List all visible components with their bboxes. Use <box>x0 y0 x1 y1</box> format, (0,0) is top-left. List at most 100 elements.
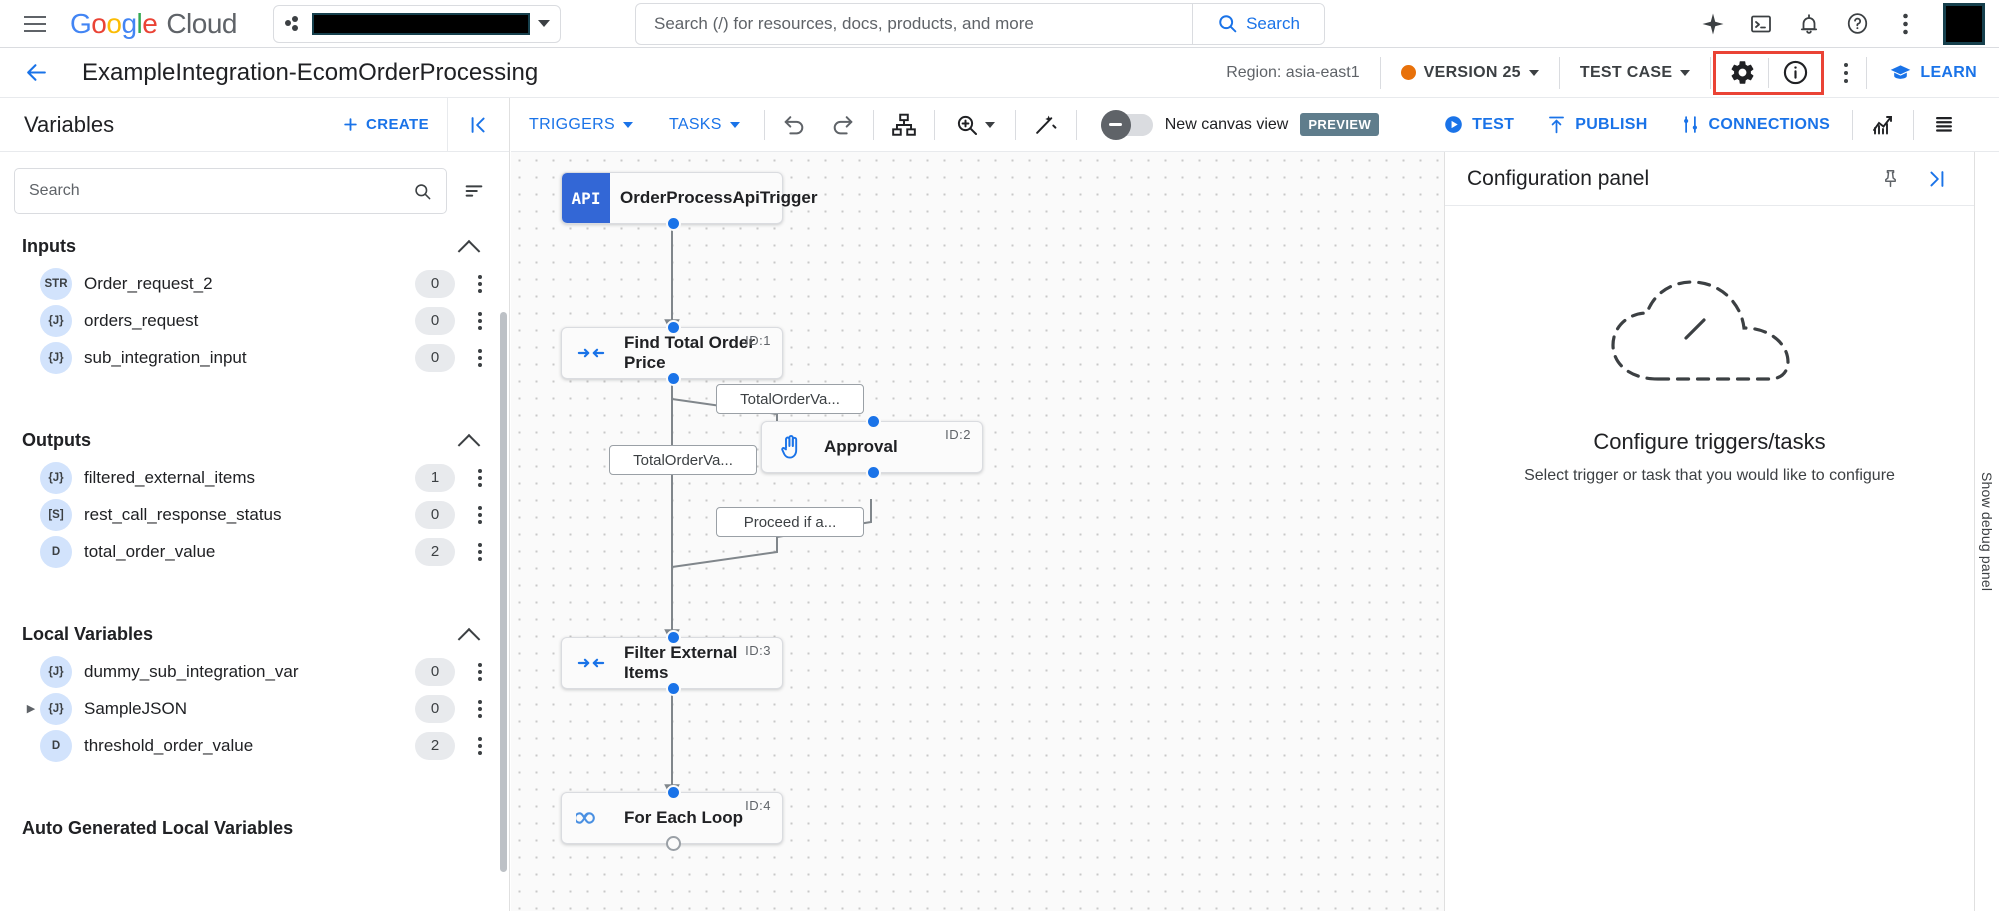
canvas-node-filter-external-items[interactable]: Filter External Items ID:3 <box>561 630 783 696</box>
avatar[interactable] <box>1943 2 1985 45</box>
list-item[interactable]: {J} filtered_external_items 1 <box>0 459 509 496</box>
expand-panel-icon <box>1930 170 1944 187</box>
row-more-options-icon[interactable] <box>465 731 495 761</box>
node-input-handle[interactable] <box>666 320 681 335</box>
section-header-inputs[interactable]: Inputs <box>0 224 509 265</box>
help-icon[interactable] <box>1835 2 1879 46</box>
pin-panel-button[interactable] <box>1870 159 1910 199</box>
chevron-down-icon <box>729 121 740 128</box>
auto-layout-button[interactable] <box>880 104 928 146</box>
more-options-icon[interactable] <box>1883 2 1927 46</box>
list-item[interactable]: ▶ {J} SampleJSON 0 <box>0 690 509 727</box>
gemini-sparkle-icon[interactable] <box>1691 2 1735 46</box>
canvas-node-for-each-loop[interactable]: For Each Loop ID:4 <box>561 785 783 851</box>
hamburger-menu-icon[interactable] <box>16 5 54 43</box>
global-search[interactable]: Search (/) for resources, docs, products… <box>635 2 1325 45</box>
test-case-selector[interactable]: TEST CASE <box>1560 48 1711 97</box>
empty-state-title: Configure triggers/tasks <box>1593 429 1826 454</box>
magic-wand-button[interactable] <box>1022 104 1070 146</box>
publish-upload-icon <box>1549 116 1565 134</box>
google-cloud-logo[interactable]: Google Cloud <box>70 8 237 40</box>
sort-variables-button[interactable] <box>453 170 495 212</box>
collapse-variables-panel-button[interactable] <box>447 98 509 151</box>
search-input[interactable]: Search (/) for resources, docs, products… <box>654 13 1034 33</box>
node-output-handle[interactable] <box>666 836 681 851</box>
list-item[interactable]: D total_order_value 2 <box>0 533 509 570</box>
for-each-loop-icon <box>568 808 614 828</box>
connections-icon <box>1683 116 1697 133</box>
variables-panel-scrollbar[interactable] <box>500 152 507 911</box>
variables-search-input[interactable]: Search <box>14 168 447 214</box>
integration-canvas[interactable]: TotalOrderVa... TotalOrderVa... Proceed … <box>511 152 1444 911</box>
list-item[interactable]: STR Order_request_2 0 <box>0 265 509 302</box>
section-header-auto-generated-local-variables[interactable]: Auto Generated Local Variables <box>0 806 509 847</box>
section-header-outputs[interactable]: Outputs <box>0 418 509 459</box>
list-item[interactable]: {J} orders_request 0 <box>0 302 509 339</box>
connections-button[interactable]: CONNECTIONS <box>1664 114 1847 135</box>
section-header-local-variables[interactable]: Local Variables <box>0 612 509 653</box>
settings-button[interactable] <box>1716 54 1768 92</box>
variables-panel-title: Variables <box>24 111 115 137</box>
row-more-options-icon[interactable] <box>465 343 495 373</box>
test-button[interactable]: TEST <box>1427 114 1530 135</box>
canvas-node-approval[interactable]: Approval ID:2 <box>761 414 983 480</box>
version-selector[interactable]: VERSION 25 <box>1381 48 1559 97</box>
expand-row-icon[interactable]: ▶ <box>26 703 36 715</box>
node-output-handle[interactable] <box>666 681 681 696</box>
tasks-menu[interactable]: TASKS <box>651 106 758 144</box>
row-more-options-icon[interactable] <box>465 306 495 336</box>
publish-button[interactable]: PUBLISH <box>1530 114 1663 135</box>
logs-button[interactable] <box>1920 104 1968 146</box>
scrollbar-thumb[interactable] <box>500 312 507 872</box>
new-canvas-view-toggle[interactable] <box>1100 109 1153 140</box>
row-more-options-icon[interactable] <box>465 500 495 530</box>
row-more-options-icon[interactable] <box>465 537 495 567</box>
learn-label: LEARN <box>1920 63 1977 81</box>
list-item[interactable]: {J} dummy_sub_integration_var 0 <box>0 653 509 690</box>
node-input-handle[interactable] <box>666 785 681 800</box>
list-item[interactable]: D threshold_order_value 2 <box>0 727 509 764</box>
row-more-options-icon[interactable] <box>465 694 495 724</box>
row-more-options-icon[interactable] <box>465 269 495 299</box>
chevron-up-icon[interactable] <box>457 239 481 263</box>
redo-button[interactable] <box>819 104 867 146</box>
node-id: ID:1 <box>745 333 771 348</box>
triggers-menu[interactable]: TRIGGERS <box>511 106 651 144</box>
chevron-up-icon[interactable] <box>457 433 481 457</box>
divider <box>1075 109 1077 140</box>
node-output-handle[interactable] <box>666 371 681 386</box>
project-selector[interactable] <box>273 4 561 43</box>
cloud-shell-icon[interactable] <box>1739 2 1783 46</box>
list-item[interactable]: [S] rest_call_response_status 0 <box>0 496 509 533</box>
search-button[interactable]: Search <box>1192 3 1324 44</box>
variable-type-badge: D <box>40 729 72 762</box>
undo-button[interactable] <box>771 104 819 146</box>
edge-label[interactable]: Proceed if a... <box>716 507 864 537</box>
dashed-cloud-icon <box>1610 280 1790 381</box>
node-output-handle[interactable] <box>666 216 681 231</box>
info-button[interactable] <box>1769 54 1821 92</box>
back-button[interactable] <box>18 55 54 91</box>
node-input-handle[interactable] <box>866 414 881 429</box>
edge-label[interactable]: TotalOrderVa... <box>716 384 864 414</box>
chevron-up-icon[interactable] <box>457 627 481 651</box>
notifications-bell-icon[interactable] <box>1787 2 1831 46</box>
header-more-options-icon[interactable] <box>1826 51 1866 95</box>
analytics-button[interactable] <box>1859 104 1907 146</box>
canvas-node-api-trigger[interactable]: API OrderProcessApiTrigger <box>561 172 817 231</box>
variables-panel: Variables CREATE Search <box>0 98 510 911</box>
learn-button[interactable]: LEARN <box>1867 61 1999 84</box>
edge-label[interactable]: TotalOrderVa... <box>609 445 757 475</box>
canvas-node-find-total-order-price[interactable]: Find Total Order Price ID:1 <box>561 320 783 386</box>
node-output-handle[interactable] <box>866 465 881 480</box>
show-debug-panel-button[interactable]: Show debug panel <box>1974 152 1999 911</box>
list-item[interactable]: {J} sub_integration_input 0 <box>0 339 509 376</box>
expand-panel-button[interactable] <box>1916 159 1956 199</box>
zoom-control[interactable] <box>941 104 1009 146</box>
node-input-handle[interactable] <box>666 630 681 645</box>
row-more-options-icon[interactable] <box>465 463 495 493</box>
row-more-options-icon[interactable] <box>465 657 495 687</box>
create-variable-button[interactable]: CREATE <box>342 116 429 133</box>
divider <box>872 109 874 140</box>
